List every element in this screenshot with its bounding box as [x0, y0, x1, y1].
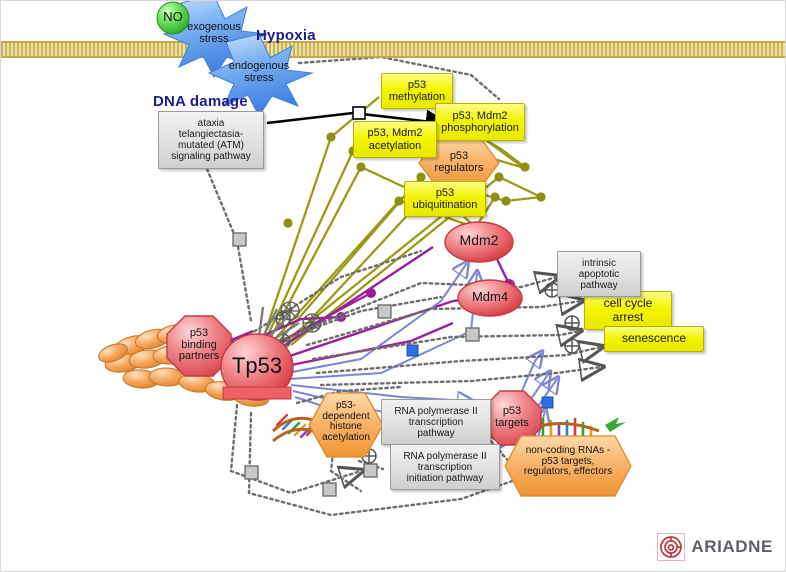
intrinsic-apoptotic-pathway-box[interactable]: intrinsic apoptotic pathway: [557, 251, 641, 297]
grey-square-markers: [232, 232, 480, 497]
ariadne-logo: ARIADNE: [657, 533, 773, 561]
atm-phosphorylation-edge: [266, 106, 452, 133]
mdm2-node[interactable]: [444, 221, 514, 263]
cell-cycle-arrest-box[interactable]: cell cycle arrest: [584, 291, 672, 330]
no-node[interactable]: [156, 1, 190, 35]
p53-dependent-histone-acetylation-hexagon[interactable]: [308, 392, 384, 458]
tp53-central-node[interactable]: [220, 333, 294, 401]
p53-ubiquitination-box[interactable]: p53 ubiquitination: [404, 181, 486, 217]
p53-mdm2-acetylation-box[interactable]: p53, Mdm2 acetylation: [353, 121, 437, 158]
rna-pol2-initiation-pathway-box[interactable]: RNA polymerase II transcription initiati…: [390, 444, 500, 490]
p53-mdm2-phosphorylation-box[interactable]: p53, Mdm2 phosphorylation: [435, 103, 525, 141]
p53-binding-partners-octagon[interactable]: [166, 315, 232, 377]
senescence-box[interactable]: senescence: [604, 326, 704, 352]
rna-pol2-transcription-pathway-box[interactable]: RNA polymerase II transcription pathway: [381, 399, 491, 445]
blue-square-markers: [406, 344, 554, 409]
ariadne-wordmark: ARIADNE: [691, 537, 773, 556]
labyrinth-icon: [657, 533, 686, 561]
mdm4-node[interactable]: [457, 279, 523, 317]
hypoxia-label: Hypoxia: [256, 27, 316, 44]
dna-damage-label: DNA damage: [153, 93, 248, 110]
mesh-markers: [280, 301, 322, 333]
atm-signaling-pathway-box[interactable]: ataxia telangiectasia- mutated (ATM) sig…: [158, 111, 264, 169]
non-coding-rnas-hexagon[interactable]: [504, 435, 632, 497]
stress-burst-shapes: [162, 1, 314, 117]
